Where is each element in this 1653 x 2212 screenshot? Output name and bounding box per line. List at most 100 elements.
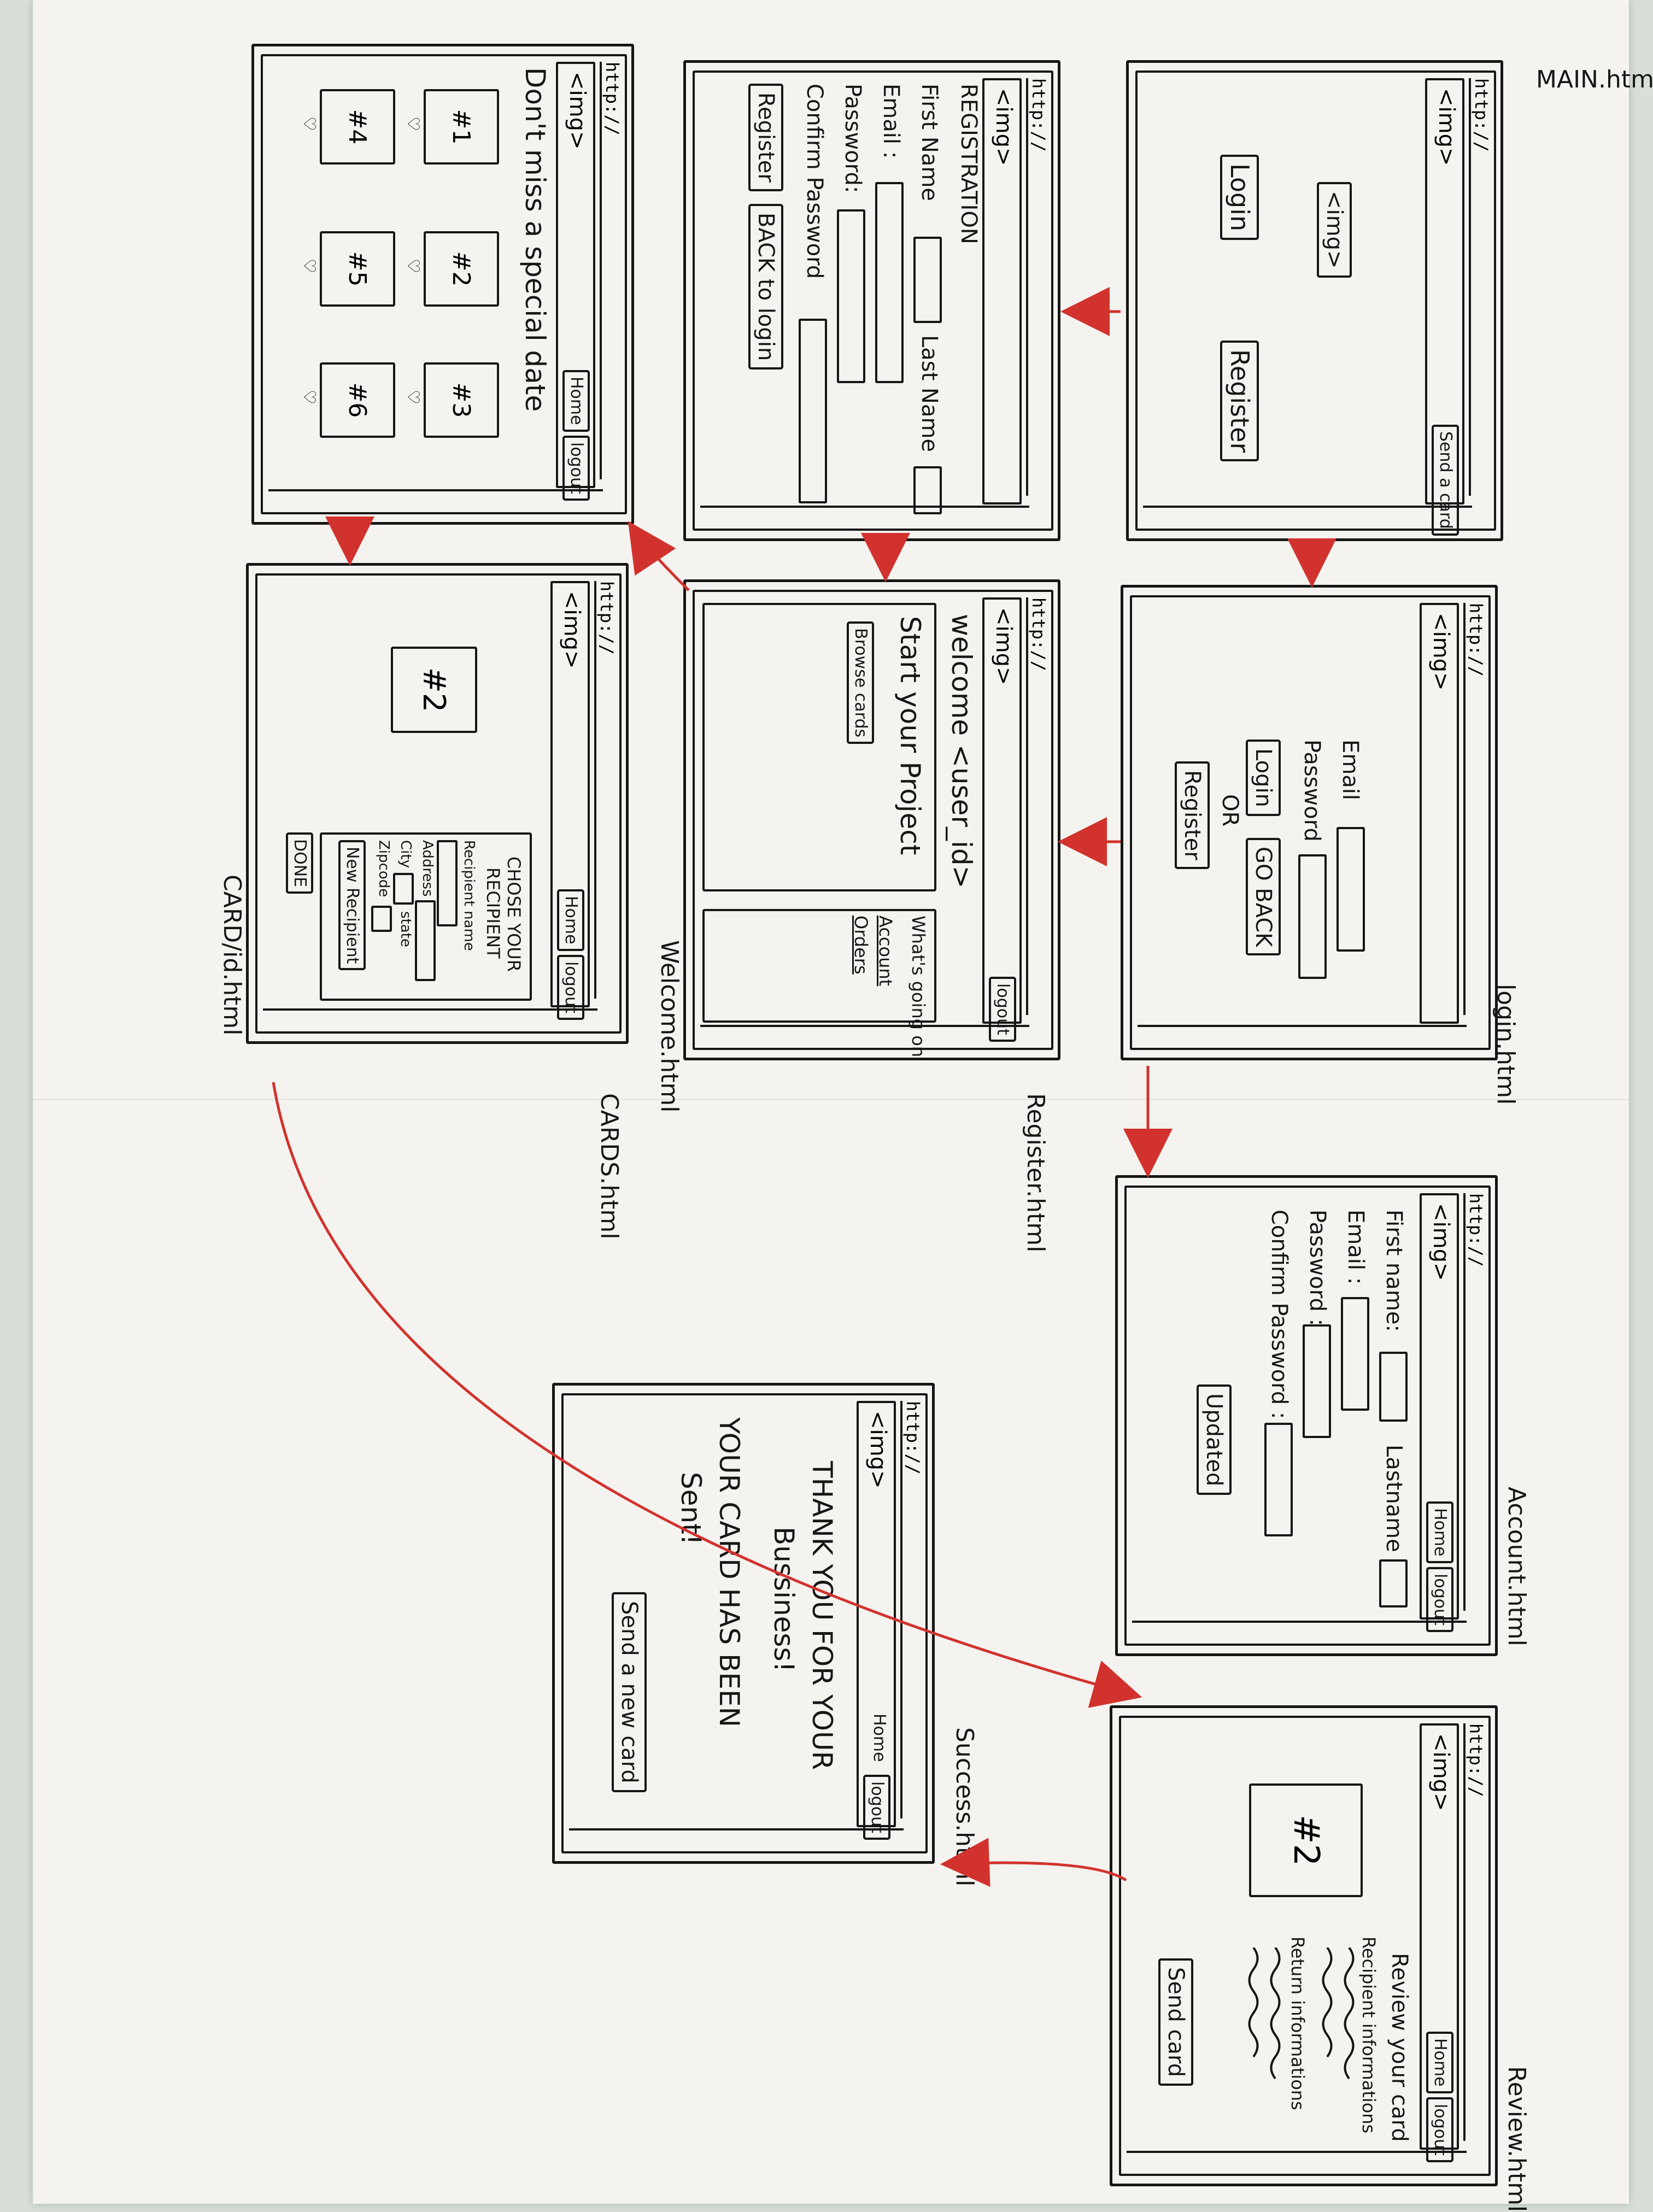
new-recipient-button[interactable]: New Recipient <box>338 840 366 971</box>
home-button[interactable]: Home <box>557 889 584 951</box>
zipcode-input[interactable] <box>371 906 392 932</box>
choose-recipient-line1: CHOSE YOUR <box>503 856 524 972</box>
account-link[interactable]: Account <box>875 916 896 987</box>
login-button[interactable]: Login <box>1220 155 1259 240</box>
review-card-preview: #2 <box>1249 1783 1363 1897</box>
password-input[interactable] <box>1303 1324 1331 1438</box>
first-name-input[interactable] <box>1379 1352 1408 1422</box>
header-band: <img> Home logout <box>1420 1193 1459 1632</box>
registration-heading: REGISTRATION <box>956 84 981 244</box>
card-thumb-3[interactable]: #3 <box>424 362 499 438</box>
home-button[interactable]: Home <box>1426 1501 1453 1563</box>
start-project-heading: Start your Project <box>894 616 926 855</box>
heart-icon[interactable]: ♡ <box>300 259 319 273</box>
hero-img-placeholder: <img> <box>1317 182 1352 278</box>
scrollbar[interactable] <box>1138 1025 1467 1042</box>
header-band: <img> Home logout <box>550 581 590 1020</box>
recipient-name-input[interactable] <box>437 840 458 926</box>
header-band: <img> Home logout <box>1420 1723 1459 2162</box>
email-input[interactable] <box>1341 1297 1369 1411</box>
scrollbar[interactable] <box>263 1008 597 1026</box>
url-bar: http:// <box>1466 1723 1486 1797</box>
go-back-button[interactable]: GO BACK <box>1246 838 1281 956</box>
cards-tagline: Don't miss a special date <box>519 67 551 412</box>
scrollbar[interactable] <box>268 489 603 507</box>
wireframe-account: http:// <img> Home logout First name: La… <box>1115 1175 1498 1656</box>
done-button[interactable]: DONE <box>286 832 313 894</box>
url-divider <box>1026 78 1028 496</box>
browser-frame: http:// <img> Home logout #2 CHOSE YOUR … <box>255 573 622 1034</box>
scrollbar[interactable] <box>700 1025 1029 1042</box>
page-label-review: Review.html <box>1503 2066 1531 2212</box>
url-divider <box>1463 1723 1466 2141</box>
page-label-main: MAIN.html <box>1536 66 1653 93</box>
browser-frame: http:// <img> Home logout First name: La… <box>1124 1186 1491 1646</box>
update-button[interactable]: Updated <box>1197 1384 1232 1495</box>
browse-cards-button[interactable]: Browse cards <box>847 621 874 744</box>
scrollbar[interactable] <box>1132 1621 1467 1638</box>
browser-frame: http:// <img> Home logout THANK YOU FOR … <box>561 1393 928 1853</box>
start-project-panel: Start your Project Browse cards <box>702 603 936 891</box>
home-link[interactable]: Home <box>870 1714 889 1762</box>
email-input[interactable] <box>1337 827 1365 952</box>
browser-frame: http:// <img> Email Password Login GO BA… <box>1130 595 1491 1050</box>
header-band: <img> Send a card <box>1425 78 1464 536</box>
send-new-card-button[interactable]: Send a new card <box>612 1592 647 1792</box>
page-label-register: Register.html <box>1022 1093 1050 1253</box>
url-bar: http:// <box>596 581 617 655</box>
or-separator: OR <box>1217 794 1242 827</box>
confirm-password-input[interactable] <box>1264 1423 1293 1536</box>
card-thumb-5[interactable]: #5 <box>320 231 395 307</box>
url-divider <box>1026 597 1028 1015</box>
card-thumb-1[interactable]: #1 <box>424 89 499 165</box>
register-button[interactable]: Register <box>748 84 783 191</box>
logo-placeholder: <img> <box>1428 613 1453 691</box>
scrollbar[interactable] <box>1127 2151 1467 2168</box>
heart-icon[interactable]: ♡ <box>300 390 319 404</box>
url-bar: http:// <box>1466 603 1486 677</box>
whats-going-on-panel: What's going on Account Orders <box>702 909 936 1057</box>
logo-placeholder: <img> <box>991 607 1016 685</box>
password-input[interactable] <box>1298 854 1327 979</box>
scrollbar[interactable] <box>700 506 1029 523</box>
wireframe-success: http:// <img> Home logout THANK YOU FOR … <box>552 1383 935 1864</box>
back-to-login-button[interactable]: BACK to login <box>748 204 783 370</box>
scrollbar[interactable] <box>569 1828 904 1846</box>
page-label-success: Success.html <box>951 1727 978 1887</box>
address-input[interactable] <box>415 900 436 981</box>
heart-icon[interactable]: ♡ <box>403 116 423 131</box>
last-name-input[interactable] <box>913 466 942 514</box>
logo-placeholder: <img> <box>1428 1733 1453 1811</box>
register-button[interactable]: Register <box>1220 341 1259 462</box>
url-bar: http:// <box>1466 1193 1486 1267</box>
register-button[interactable]: Register <box>1175 761 1210 869</box>
password-label: Password <box>1299 740 1324 842</box>
url-divider <box>1463 1193 1466 1611</box>
logo-placeholder: <img> <box>565 72 590 150</box>
heart-icon[interactable]: ♡ <box>300 116 319 131</box>
send-card-button[interactable]: Send card <box>1158 1958 1193 2086</box>
sent-line1: YOUR CARD HAS BEEN <box>713 1417 745 1727</box>
last-name-input[interactable] <box>1379 1559 1408 1607</box>
home-button[interactable]: Home <box>562 370 590 432</box>
confirm-password-input[interactable] <box>799 319 827 503</box>
url-bar: http:// <box>1028 78 1049 152</box>
home-button[interactable]: Home <box>1426 2032 1453 2093</box>
password-input[interactable] <box>837 209 865 383</box>
card-thumb-6[interactable]: #6 <box>320 362 395 438</box>
orders-link[interactable]: Orders <box>851 916 871 975</box>
login-button[interactable]: Login <box>1246 740 1281 816</box>
wireframe-review: http:// <img> Home logout #2 Review your… <box>1110 1705 1498 2186</box>
browser-frame: http:// <img> Home logout Don't miss a s… <box>261 54 627 514</box>
card-thumb-2[interactable]: #2 <box>424 231 499 307</box>
heart-icon[interactable]: ♡ <box>403 390 423 404</box>
first-name-label: First Name <box>917 84 942 201</box>
whats-going-on-heading: What's going on <box>908 916 929 1058</box>
city-input[interactable] <box>393 873 414 905</box>
heart-icon[interactable]: ♡ <box>403 259 423 273</box>
scrollbar[interactable] <box>1143 506 1472 523</box>
email-input[interactable] <box>875 182 904 383</box>
selected-card-preview: #2 <box>391 647 477 733</box>
first-name-input[interactable] <box>913 237 942 323</box>
card-thumb-4[interactable]: #4 <box>320 89 395 165</box>
